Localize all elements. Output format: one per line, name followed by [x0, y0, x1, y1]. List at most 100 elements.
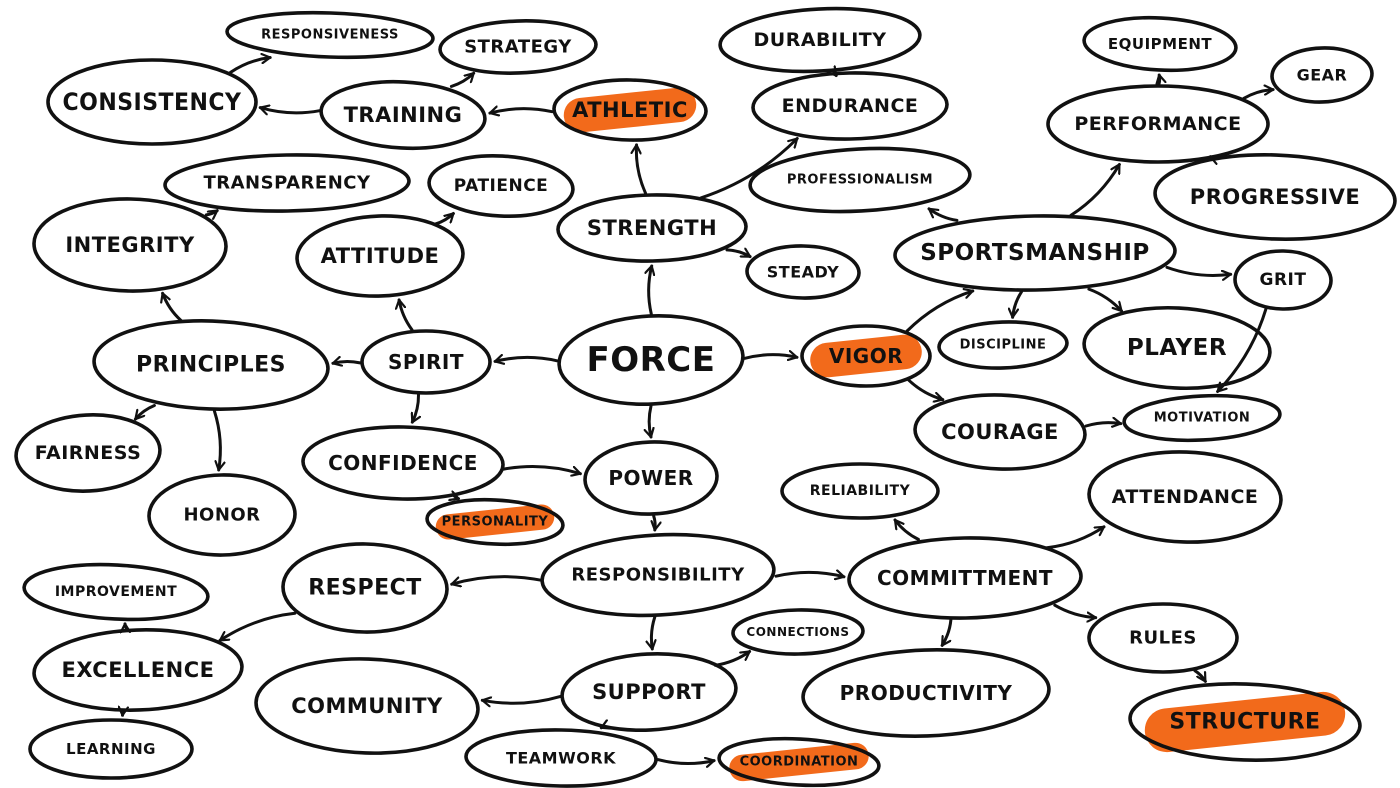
node-attendance: ATTENDANCE — [1087, 450, 1283, 544]
edge-arrow — [450, 575, 543, 585]
node-durability: DURABILITY — [718, 6, 922, 74]
node-outline — [92, 319, 330, 411]
node-outline — [748, 146, 972, 214]
edge-attitude-to-patience — [433, 212, 455, 226]
node-outline — [1087, 602, 1239, 674]
edge-arrow — [907, 378, 945, 399]
node-outline — [46, 58, 258, 146]
edge-arrow — [1084, 423, 1123, 426]
edge-athletic-to-training — [488, 109, 554, 113]
edge-performance-to-equipment — [1159, 73, 1160, 86]
node-label: HONOR — [183, 505, 260, 526]
node-outline — [281, 542, 449, 634]
edge-arrow — [774, 572, 846, 576]
highlight-marker — [1144, 691, 1346, 753]
node-connections: CONNECTIONS — [731, 608, 865, 656]
node-force: FORCE — [557, 313, 745, 407]
node-outline — [1153, 153, 1397, 241]
node-label: LEARNING — [66, 740, 156, 758]
edge-arrow — [480, 694, 562, 703]
edge-teamwork-to-coordination — [656, 760, 716, 764]
node-outline — [301, 425, 505, 501]
node-outline — [556, 193, 748, 263]
edge-confidence-to-power — [502, 465, 582, 474]
edge-sportsmanship-to-player — [1087, 287, 1123, 313]
node-label: STRUCTURE — [1169, 710, 1320, 735]
highlight-marker — [810, 334, 922, 378]
node-community: COMMUNITY — [254, 657, 480, 755]
edge-sportsmanship-to-grit — [1165, 265, 1233, 275]
edge-arrow — [331, 361, 362, 363]
node-outline — [32, 197, 228, 293]
node-transparency: TRANSPARENCY — [163, 153, 411, 213]
edge-sportsmanship-to-discipline — [1013, 290, 1023, 319]
node-label: SUPPORT — [592, 680, 706, 704]
edge-arrow — [1165, 265, 1233, 275]
node-label: MOTIVATION — [1154, 411, 1251, 426]
node-outline — [913, 393, 1087, 471]
node-label: CONNECTIONS — [746, 625, 849, 639]
node-equipment: EQUIPMENT — [1082, 15, 1238, 73]
node-support: SUPPORT — [560, 651, 738, 733]
node-patience: PATIENCE — [427, 154, 575, 218]
edge-spirit-to-principles — [331, 361, 362, 363]
node-label: SPORTSMANSHIP — [920, 240, 1150, 266]
node-power: POWER — [583, 440, 719, 516]
node-label: SPIRIT — [388, 350, 464, 374]
node-outline — [147, 473, 297, 557]
edge-arrow — [651, 615, 654, 651]
edge-arrow — [258, 108, 322, 113]
edge-sportsmanship-to-performance — [1069, 163, 1121, 217]
edge-arrow — [1159, 73, 1160, 86]
node-outline — [1270, 46, 1374, 104]
node-label: TEAMWORK — [506, 749, 616, 768]
edge-training-to-consistency — [258, 108, 322, 113]
edge-arrow — [1013, 290, 1023, 319]
edge-power-to-responsibility — [654, 514, 655, 532]
node-confidence: CONFIDENCE — [301, 425, 505, 501]
edge-arrow — [649, 264, 652, 316]
node-outline — [731, 608, 865, 656]
edge-arrow — [204, 209, 219, 215]
node-gear: GEAR — [1270, 46, 1374, 104]
edges-layer — [123, 58, 1275, 764]
node-label: PROFESSIONALISM — [787, 173, 933, 188]
node-label: COMMUNITY — [291, 694, 443, 718]
node-label: PRODUCTIVITY — [840, 681, 1013, 705]
edge-arrow — [218, 611, 297, 642]
node-outline — [464, 728, 658, 788]
node-label: CONSISTENCY — [63, 88, 242, 116]
node-responsibility: RESPONSIBILITY — [540, 532, 776, 618]
node-productivity: PRODUCTIVITY — [801, 648, 1051, 738]
edge-principles-to-honor — [212, 409, 220, 472]
node-label: EXCELLENCE — [62, 658, 215, 682]
node-label: INTEGRITY — [65, 233, 195, 257]
node-label: RELIABILITY — [810, 483, 911, 499]
node-integrity: INTEGRITY — [32, 197, 228, 293]
edge-arrow — [1242, 90, 1275, 100]
edge-arrow — [743, 355, 799, 359]
node-label: TRANSPARENCY — [203, 173, 370, 194]
node-vigor: VIGOR — [800, 324, 932, 388]
node-sportsmanship: SPORTSMANSHIP — [893, 214, 1177, 292]
node-strategy: STRATEGY — [438, 19, 598, 75]
edge-consistency-to-responsiveness — [229, 58, 272, 74]
edge-sportsmanship-to-professionalism — [927, 207, 959, 222]
node-outline — [552, 78, 708, 142]
node-label: PRINCIPLES — [136, 353, 286, 378]
edge-arrow — [725, 250, 752, 259]
node-outline — [583, 440, 719, 516]
edge-strength-to-athletic — [636, 143, 647, 195]
node-athletic: ATHLETIC — [552, 78, 708, 142]
edge-courage-to-motivation — [1084, 423, 1123, 426]
edge-arrow — [163, 291, 183, 322]
edge-arrow — [212, 409, 220, 472]
edge-training-to-strategy — [449, 71, 476, 88]
node-outline — [438, 19, 598, 75]
edge-arrow — [133, 404, 156, 421]
edge-commitment-to-productivity — [940, 618, 953, 647]
edge-arrow — [412, 393, 418, 424]
node-label: COURAGE — [941, 420, 1059, 444]
edge-excellence-to-improvement — [125, 622, 126, 628]
edge-arrow — [893, 518, 920, 541]
